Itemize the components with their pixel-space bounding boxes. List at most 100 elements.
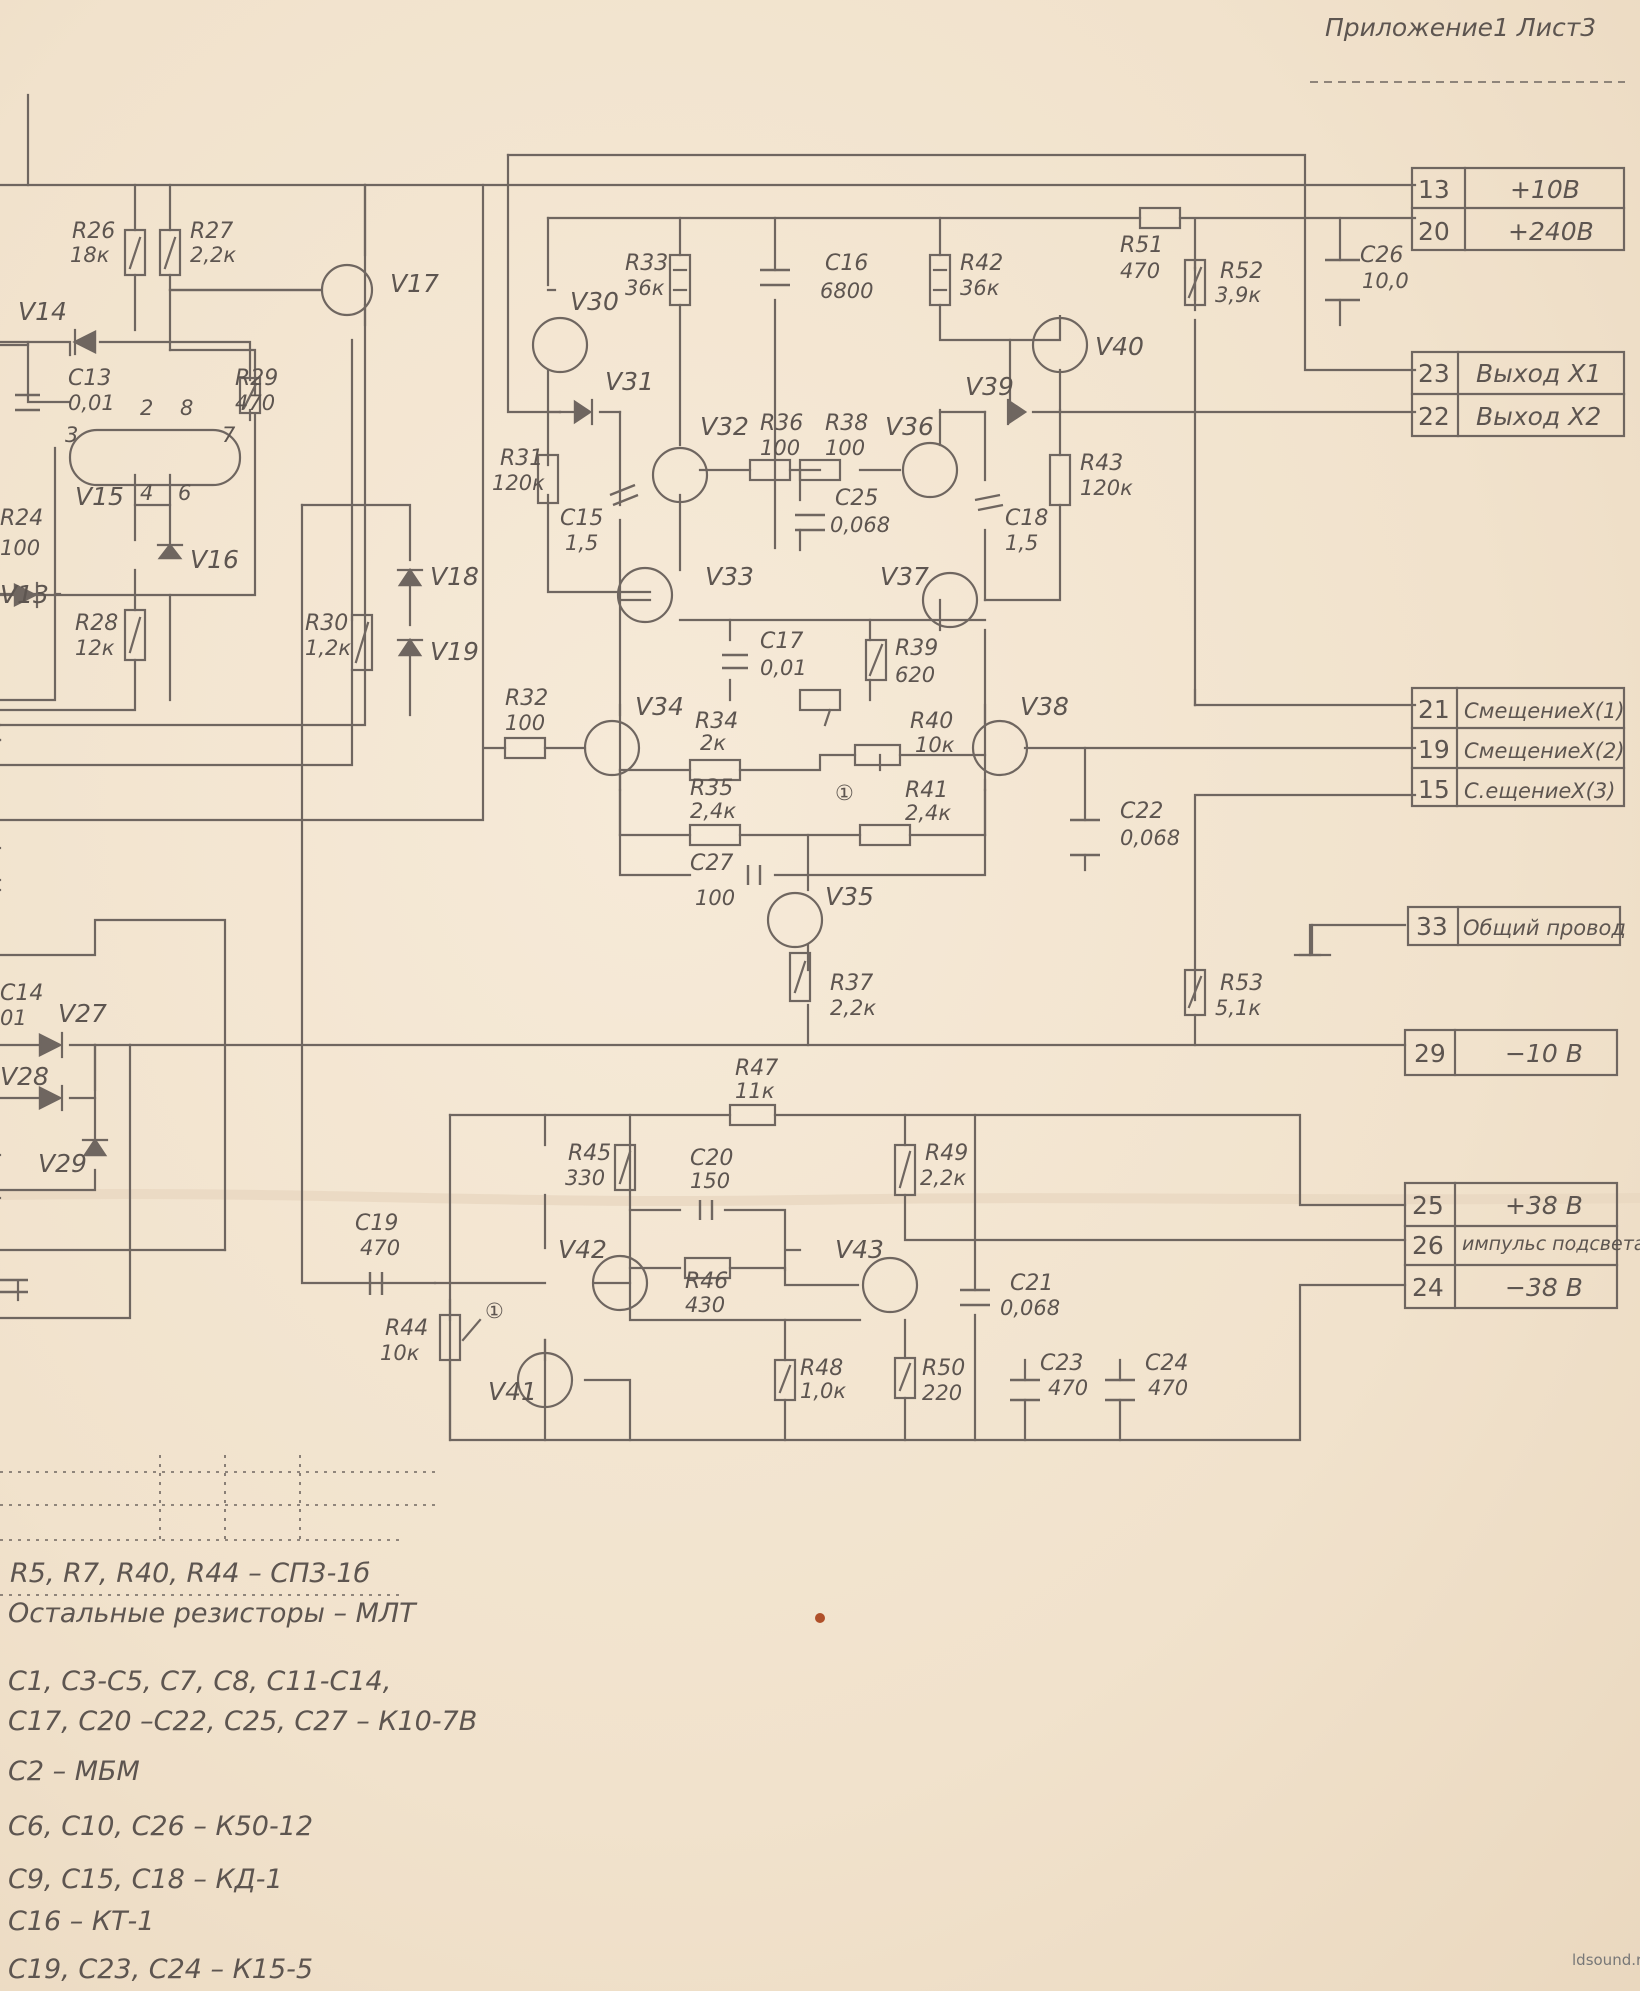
pin-33: 33 bbox=[1416, 912, 1448, 941]
pin-29-label: −10 В bbox=[1505, 1039, 1583, 1068]
r43-ref: R43 bbox=[1080, 451, 1123, 476]
v19-label: V19 bbox=[430, 637, 479, 666]
v15-pin-4: 4 bbox=[140, 481, 153, 505]
r41-val: 2,4к bbox=[905, 801, 951, 825]
pin-22: 22 bbox=[1418, 402, 1450, 431]
c25-ref: C25 bbox=[835, 486, 878, 511]
v29-label: V29 bbox=[38, 1149, 87, 1178]
note-1: R5, R7, R40, R44 – СП3-1б bbox=[10, 1558, 370, 1589]
r51-ref: R51 bbox=[1120, 233, 1163, 258]
r30-ref: R30 bbox=[305, 611, 348, 636]
r44-ref: R44 bbox=[385, 1316, 428, 1341]
watermark: ldsound.ru bbox=[1572, 1951, 1640, 1969]
note-7: С9, С15, С18 – КД-1 bbox=[8, 1864, 283, 1895]
diodes bbox=[13, 328, 1028, 1157]
r29-val: 470 bbox=[235, 391, 275, 415]
v15-label: V15 bbox=[75, 482, 124, 511]
v33-label: V33 bbox=[705, 562, 754, 591]
c14-val: 01 bbox=[0, 1006, 27, 1030]
c26-val: 10,0 bbox=[1362, 269, 1409, 293]
v15-pin-2: 2 bbox=[140, 396, 153, 420]
r26-ref: R26 bbox=[72, 219, 115, 244]
r31-val: 120к bbox=[492, 471, 545, 495]
r36-ref: R36 bbox=[760, 411, 803, 436]
paper-fold bbox=[0, 1188, 1640, 1207]
v15-pin-6: 6 bbox=[178, 481, 191, 505]
v31-label: V31 bbox=[605, 367, 654, 396]
c20-ref: C20 bbox=[690, 1146, 733, 1171]
c24-ref: C24 bbox=[1145, 1351, 1188, 1376]
pin-19-label: СмещениеХ(2) bbox=[1464, 739, 1625, 763]
r47-val: 11к bbox=[735, 1079, 775, 1103]
r43-val: 120к bbox=[1080, 476, 1133, 500]
pin-26-label: импульс подсвета bbox=[1462, 1233, 1640, 1255]
pin-23: 23 bbox=[1418, 359, 1450, 388]
v32-label: V32 bbox=[700, 412, 749, 441]
c17-val: 0,01 bbox=[760, 656, 807, 680]
r45-ref: R45 bbox=[568, 1141, 611, 1166]
r49-val: 2,2к bbox=[920, 1166, 966, 1190]
note-9: С19, С23, С24 – К15-5 bbox=[8, 1954, 313, 1985]
c22-ref: C22 bbox=[1120, 799, 1163, 824]
v18-label: V18 bbox=[430, 562, 479, 591]
r42-val: 36к bbox=[960, 276, 1000, 300]
pin-15-label: С.ещениеХ(3) bbox=[1464, 779, 1615, 803]
v38-label: V38 bbox=[1020, 692, 1069, 721]
v14-label: V14 bbox=[18, 297, 67, 326]
r31-ref: R31 bbox=[500, 446, 543, 471]
note-8: С16 – КТ-1 bbox=[8, 1906, 154, 1937]
r40-ref: R40 bbox=[910, 709, 953, 734]
v42-label: V42 bbox=[558, 1235, 607, 1264]
r46-val: 430 bbox=[685, 1293, 725, 1317]
c16-ref: C16 bbox=[825, 251, 868, 276]
r24-ref: R24 bbox=[0, 506, 43, 531]
c14-ref: C14 bbox=[0, 981, 43, 1006]
c24-val: 470 bbox=[1148, 1376, 1188, 1400]
c22-val: 0,068 bbox=[1120, 826, 1180, 850]
pin-23-label: Выход Х1 bbox=[1476, 359, 1601, 388]
r32-ref: R32 bbox=[505, 686, 548, 711]
r26-val: 18к bbox=[70, 243, 110, 267]
c27-ref: C27 bbox=[690, 851, 733, 876]
capacitors bbox=[0, 258, 1360, 1402]
v27-label: V27 bbox=[58, 999, 107, 1028]
r42-ref: R42 bbox=[960, 251, 1003, 276]
v39-label: V39 bbox=[965, 372, 1014, 401]
c13-val: 0,01 bbox=[68, 391, 115, 415]
component-notes: R5, R7, R40, R44 – СП3-1б Остальные рези… bbox=[8, 1558, 477, 1985]
paper-stain bbox=[815, 1613, 825, 1623]
r47-ref: R47 bbox=[735, 1056, 778, 1081]
v28-label: V28 bbox=[0, 1062, 49, 1091]
r35-val: 2,4к bbox=[690, 799, 736, 823]
pin-21: 21 bbox=[1418, 695, 1450, 724]
note-2: Остальные резисторы – МЛТ bbox=[8, 1598, 418, 1629]
c15-ref: C15 bbox=[560, 506, 603, 531]
v36-label: V36 bbox=[885, 412, 934, 441]
v30-label: V30 bbox=[570, 287, 619, 316]
v15-pin-8: 8 bbox=[180, 396, 193, 420]
ground-symbol bbox=[1293, 923, 1332, 957]
note-4: С17, С20 –С22, С25, С27 – К10-7В bbox=[8, 1706, 477, 1737]
c27-val: 100 bbox=[695, 886, 735, 910]
pin-20: 20 bbox=[1418, 217, 1450, 246]
pin-33-label: Общий провод bbox=[1463, 916, 1626, 940]
v43-label: V43 bbox=[835, 1235, 884, 1264]
r50-val: 220 bbox=[922, 1381, 962, 1405]
pin-24: 24 bbox=[1412, 1273, 1444, 1302]
v35-label: V35 bbox=[825, 882, 874, 911]
r33-ref: R33 bbox=[625, 251, 668, 276]
trimmer-wipers bbox=[461, 708, 832, 1342]
c23-val: 470 bbox=[1048, 1376, 1088, 1400]
c21-val: 0,068 bbox=[1000, 1296, 1060, 1320]
pin-15: 15 bbox=[1418, 775, 1450, 804]
r32-val: 100 bbox=[505, 711, 545, 735]
note-3: С1, С3-С5, С7, С8, С11-С14, bbox=[8, 1666, 391, 1697]
r38-ref: R38 bbox=[825, 411, 868, 436]
c19-ref: C19 bbox=[355, 1211, 398, 1236]
r44-val: 10к bbox=[380, 1341, 420, 1365]
v13-label: V13 bbox=[0, 580, 49, 609]
pin-20-label: +240В bbox=[1508, 217, 1594, 246]
r49-ref: R49 bbox=[925, 1141, 968, 1166]
r39-ref: R39 bbox=[895, 636, 938, 661]
